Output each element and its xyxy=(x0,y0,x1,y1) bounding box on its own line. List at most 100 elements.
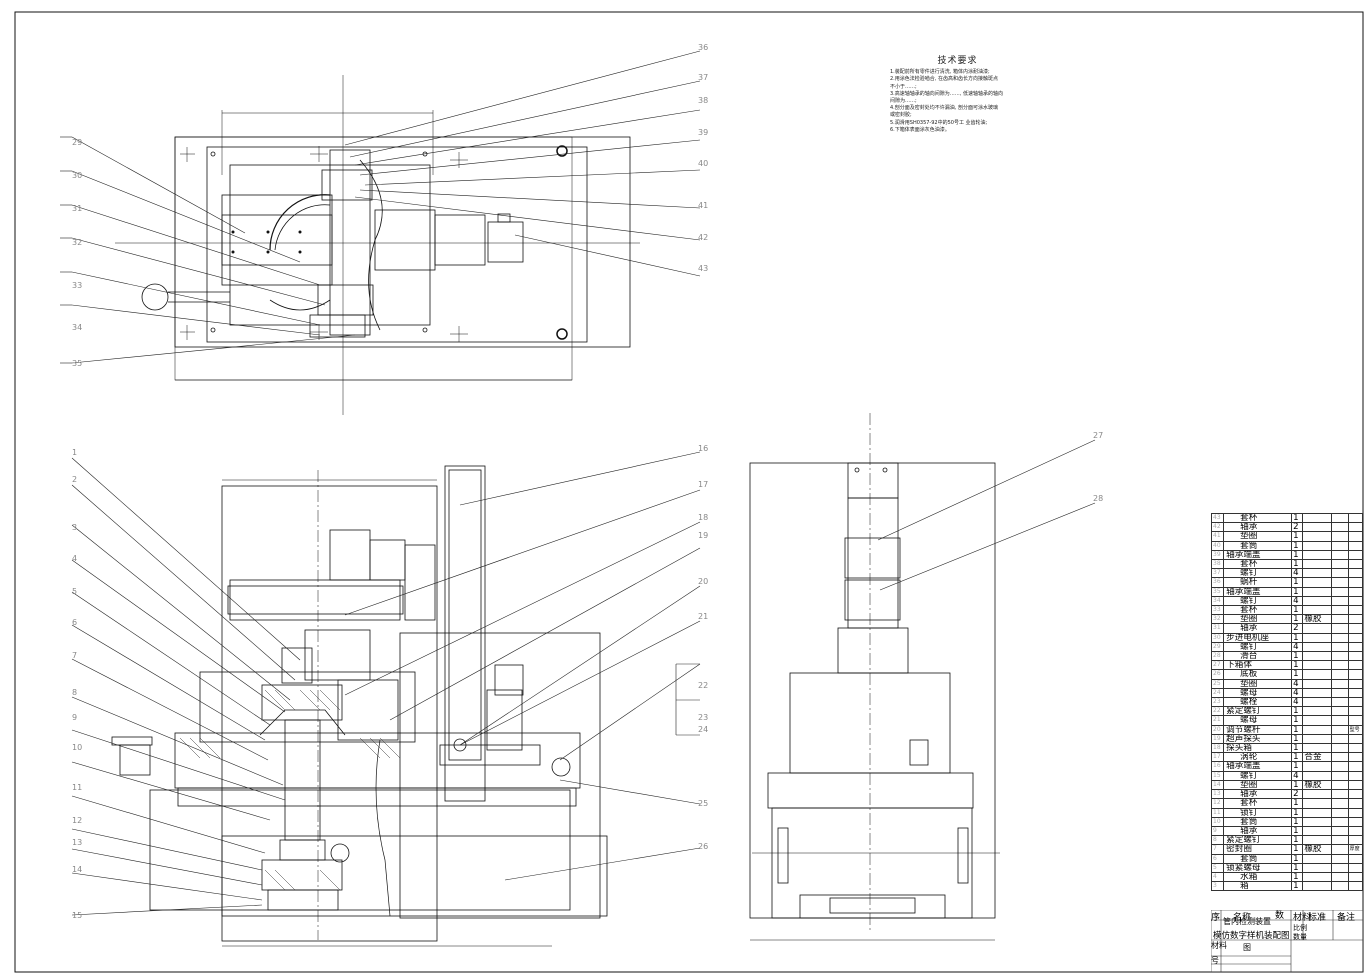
bom-cell-m xyxy=(1302,697,1332,708)
callout-label: 27 xyxy=(1093,431,1103,440)
bom-cell-m xyxy=(1302,733,1332,745)
bom-cell-name: 轴承 xyxy=(1223,825,1293,837)
bom-cell-r xyxy=(1347,678,1364,689)
bom-cell-q: 1 xyxy=(1291,706,1304,717)
bom-cell-r xyxy=(1347,522,1364,533)
callout-label: 35 xyxy=(72,359,82,368)
bom-cell-r xyxy=(1347,568,1364,579)
bom-cell-q: 4 xyxy=(1291,641,1304,653)
bom-cell-r: 厚度 xyxy=(1347,844,1364,855)
tech-requirement-line: 1.装配前所有零件进行清洗, 箱体内涂耐油漆; xyxy=(890,69,990,76)
bom-cell-s xyxy=(1330,743,1349,754)
bom-cell-name: 水箱 xyxy=(1223,871,1293,883)
bom-cell-n: 14 xyxy=(1210,779,1225,791)
tech-requirement-line: 4.剖分面及密封处均不许漏油, 剖分面可涂水玻璃 xyxy=(890,105,998,112)
bom-cell-n: 43 xyxy=(1210,512,1225,524)
bom-cell-r xyxy=(1347,605,1364,616)
bom-cell-s xyxy=(1330,559,1349,570)
bom-cell-r xyxy=(1347,881,1364,892)
tech-requirement-line: 6.下箱体表面涂灰色油漆。 xyxy=(890,126,950,133)
bom-cell-r xyxy=(1347,531,1364,542)
bom-cell-m xyxy=(1302,706,1332,717)
bom-cell-m xyxy=(1302,577,1332,588)
callout-label: 41 xyxy=(698,201,708,210)
bom-cell-q: 1 xyxy=(1291,733,1304,745)
bom-cell-name: 轴承 xyxy=(1223,789,1293,800)
bom-cell-n: 5 xyxy=(1210,862,1225,873)
callout-label: 22 xyxy=(698,681,708,690)
bom-cell-s xyxy=(1330,779,1349,791)
tech-requirement-line: 或密封胶; xyxy=(890,112,912,119)
bom-cell-r xyxy=(1347,614,1364,625)
bom-cell-s xyxy=(1330,531,1349,542)
bom-cell-s xyxy=(1330,825,1349,837)
bom-cell-q: 1 xyxy=(1291,862,1304,873)
callout-label: 43 xyxy=(698,264,708,273)
top-view xyxy=(115,75,640,415)
callout-label: 3 xyxy=(72,523,77,532)
callout-label: 28 xyxy=(1093,494,1103,503)
bom-cell-name: 垫圈 xyxy=(1223,678,1293,689)
bom-cell-m xyxy=(1302,835,1332,846)
bom-cell-r xyxy=(1347,641,1364,653)
bom-cell-n: 19 xyxy=(1210,733,1225,745)
bom-cell-s xyxy=(1330,687,1349,699)
bom-cell-name: 套杯 xyxy=(1223,798,1293,809)
bom-cell-n: 39 xyxy=(1210,549,1225,561)
bom-cell-n: 7 xyxy=(1210,844,1225,855)
tech-requirements-lines: 1.装配前所有零件进行清洗, 箱体内涂耐油漆;2.用涂色法检验啮合, 在齿高和齿… xyxy=(890,69,1025,134)
callout-label: 29 xyxy=(72,138,82,147)
bom-cell-q: 1 xyxy=(1291,761,1304,772)
bom-cell-n: 41 xyxy=(1210,531,1225,542)
bom-cell-n: 21 xyxy=(1210,715,1225,726)
tech-requirements: 技术要求 1.装配前所有零件进行清洗, 箱体内涂耐油漆;2.用涂色法检验啮合, … xyxy=(890,56,1025,134)
bom-cell-r xyxy=(1347,733,1364,745)
bom-cell-s xyxy=(1330,586,1349,597)
bom-cell-m xyxy=(1302,595,1332,607)
bom-cell-q: 1 xyxy=(1291,651,1304,662)
bom-cell-q: 1 xyxy=(1291,669,1304,680)
bom-cell-m xyxy=(1302,770,1332,781)
bom-cell-s xyxy=(1330,623,1349,634)
bom-cell-q: 4 xyxy=(1291,678,1304,689)
bom-cell-r xyxy=(1347,853,1364,864)
bom-cell-s xyxy=(1330,761,1349,772)
bom-cell-m xyxy=(1302,807,1332,818)
bom-cell-q: 4 xyxy=(1291,770,1304,781)
bom-cell-q: 1 xyxy=(1291,844,1304,855)
bom-cell-r xyxy=(1347,862,1364,873)
bom-cell-n: 10 xyxy=(1210,816,1225,827)
bom-cell-m xyxy=(1302,871,1332,883)
bom-cell-n: 28 xyxy=(1210,651,1225,662)
callout-label: 39 xyxy=(698,128,708,137)
bom-cell-n: 12 xyxy=(1210,798,1225,809)
tb-header-material: 材料 xyxy=(1293,913,1312,923)
bom-cell-name: 螺母 xyxy=(1223,715,1293,726)
callout-label: 6 xyxy=(72,618,77,627)
bom-cell-q: 1 xyxy=(1291,614,1304,625)
bom-cell-n: 42 xyxy=(1210,522,1225,533)
bom-cell-n: 30 xyxy=(1210,632,1225,643)
tech-requirement-line: 5.润滑用SH0357-92中的50号工 业齿轮油; xyxy=(890,119,988,126)
callout-label: 40 xyxy=(698,159,708,168)
bom-cell-s xyxy=(1330,853,1349,864)
bom-cell-m xyxy=(1302,862,1332,873)
bom-cell-m xyxy=(1302,641,1332,653)
bom-cell-name: 轴承端盖 xyxy=(1223,549,1293,561)
bom-cell-name: 螺母 xyxy=(1223,687,1293,699)
bom-cell-m xyxy=(1302,678,1332,689)
callout-label: 33 xyxy=(72,281,82,290)
tb-header-name: 名称 xyxy=(1233,913,1252,923)
bom-cell-s xyxy=(1330,724,1349,735)
bom-cell-s xyxy=(1330,697,1349,708)
